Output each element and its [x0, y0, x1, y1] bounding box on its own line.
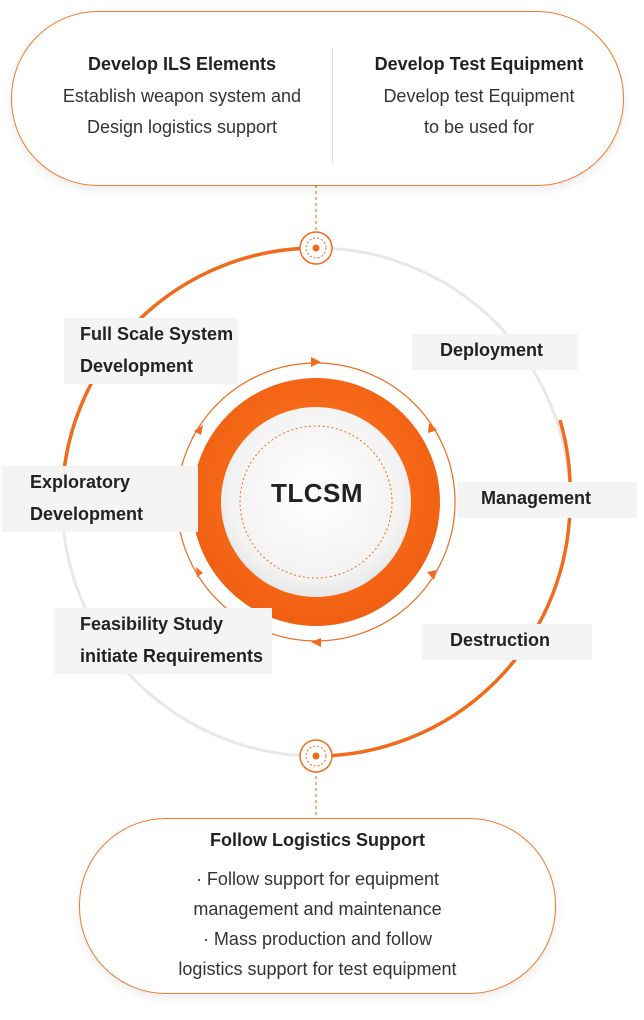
- develop-ils-description: Establish weapon system and Design logis…: [32, 81, 332, 143]
- orbit-arrows: [194, 357, 437, 647]
- follow-logistics-line: · Follow support for equipment: [195, 869, 440, 889]
- top-node-marker: [299, 231, 333, 265]
- follow-logistics-line: logistics support for test equipment: [178, 959, 457, 979]
- develop-test-line: to be used for: [423, 117, 535, 137]
- develop-test-description: Develop test Equipment to be used for: [334, 81, 624, 143]
- follow-logistics-line: · Mass production and follow: [202, 929, 433, 949]
- develop-test-column: Develop Test Equipment Develop test Equi…: [334, 54, 624, 143]
- core-disc: [221, 407, 411, 597]
- develop-ils-line: Design logistics support: [86, 117, 278, 137]
- stage-deployment-label: Deployment: [440, 340, 544, 360]
- stage-exploratory-line: Exploratory: [30, 472, 131, 492]
- outer-ring-arc-right: [315, 501, 572, 758]
- develop-ils-line: Establish weapon system and: [62, 86, 302, 106]
- follow-logistics-box: Follow Logistics Support · Follow suppor…: [79, 818, 556, 994]
- stage-feasibility: Feasibility Study initiate Requirements: [54, 608, 272, 674]
- stage-management: Management: [457, 482, 637, 518]
- stage-full-scale-line: Development: [80, 356, 194, 376]
- follow-logistics-line: management and maintenance: [193, 899, 442, 919]
- core-dotted-ring: [239, 425, 393, 579]
- stage-deployment: Deployment: [412, 334, 578, 370]
- develop-elements-box: Develop ILS Elements Establish weapon sy…: [11, 11, 624, 186]
- stage-full-scale: Full Scale System Development: [64, 318, 238, 384]
- develop-test-heading: Develop Test Equipment: [374, 54, 584, 74]
- stage-destruction: Destruction: [422, 624, 592, 660]
- center-title: TLCSM: [270, 478, 364, 508]
- stage-exploratory: Exploratory Development: [2, 466, 198, 532]
- stage-exploratory-line: Development: [30, 504, 144, 524]
- follow-logistics-heading: Follow Logistics Support: [210, 830, 425, 850]
- stage-feasibility-line: initiate Requirements: [80, 646, 264, 666]
- develop-test-line: Develop test Equipment: [383, 86, 575, 106]
- stage-full-scale-line: Full Scale System: [80, 324, 234, 344]
- follow-logistics-description: · Follow support for equipment managemen…: [80, 864, 555, 984]
- develop-ils-heading: Develop ILS Elements: [87, 54, 277, 74]
- develop-ils-column: Develop ILS Elements Establish weapon sy…: [32, 54, 332, 143]
- stage-management-label: Management: [481, 488, 592, 508]
- bottom-node-marker: [299, 739, 333, 773]
- stage-feasibility-line: Feasibility Study: [80, 614, 224, 634]
- box-divider: [332, 48, 333, 163]
- stage-destruction-label: Destruction: [450, 630, 551, 650]
